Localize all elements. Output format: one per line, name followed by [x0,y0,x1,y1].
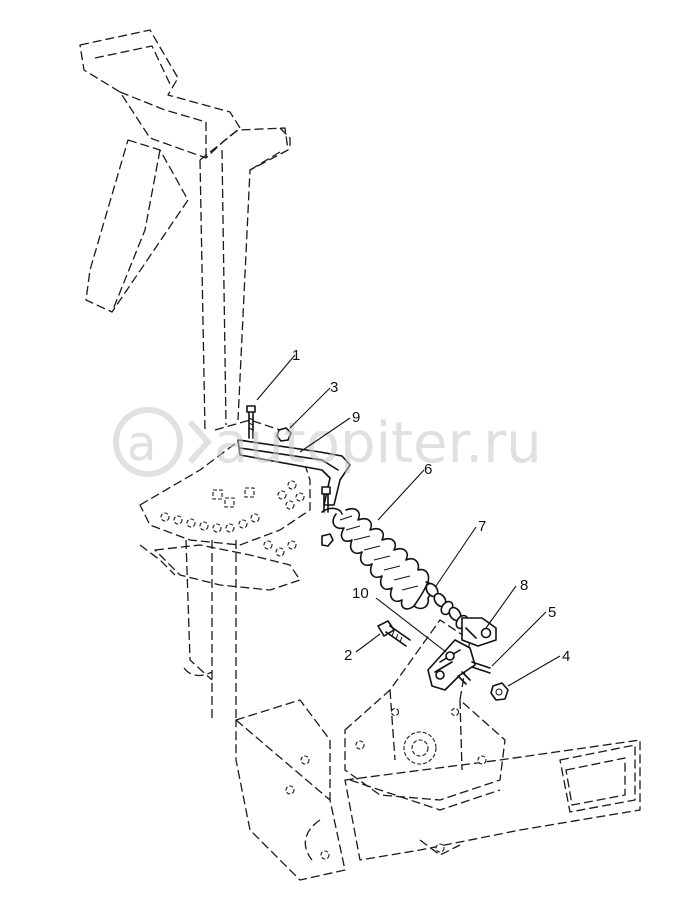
callout-7: 7 [435,518,486,587]
callout-6-label: 6 [424,461,432,478]
part-4-nut [490,682,509,701]
callout-10-label: 10 [352,585,369,602]
callout-1-label: 1 [292,347,300,364]
callout-3-label: 3 [330,379,338,396]
parts-solid [237,405,509,701]
watermark-logo-icon [113,407,183,477]
callout-4: 4 [507,648,570,687]
callout-4-label: 4 [562,648,570,665]
callout-8-label: 8 [520,577,528,594]
upper-bracket [79,29,241,159]
callouts: 1 2 3 4 5 6 7 8 [256,347,570,687]
vertical-post [199,127,289,421]
part-6-spring [321,507,433,610]
callout-2: 2 [344,633,381,664]
callout-9-label: 9 [352,409,360,426]
callout-2-label: 2 [344,647,352,664]
part-2-bolt [377,620,411,647]
part-7-chain [425,582,469,630]
watermark: a autopiter.ru [113,407,542,477]
right-bracket [344,619,506,801]
part-9-lever [237,439,351,506]
part-1-bolt [246,405,256,439]
callout-5-label: 5 [548,604,556,621]
callout-7-label: 7 [478,518,486,535]
watermark-text: autopiter.ru [214,411,542,476]
callout-10: 10 [352,585,447,653]
right-frame-member [344,739,641,861]
callout-5: 5 [491,604,556,667]
frame-ghost-structure [79,29,641,881]
part-10-bracket [427,639,476,691]
callout-8: 8 [485,577,528,629]
part-5-pin [471,661,491,674]
part-3-nut [276,427,292,442]
callout-9: 9 [299,409,360,453]
callout-3: 3 [289,379,338,429]
callout-1: 1 [256,347,300,401]
callout-6: 6 [377,461,432,521]
watermark-logo-letter: a [127,416,156,472]
perforated-plate [139,439,311,546]
diagonal-arm [85,139,189,313]
